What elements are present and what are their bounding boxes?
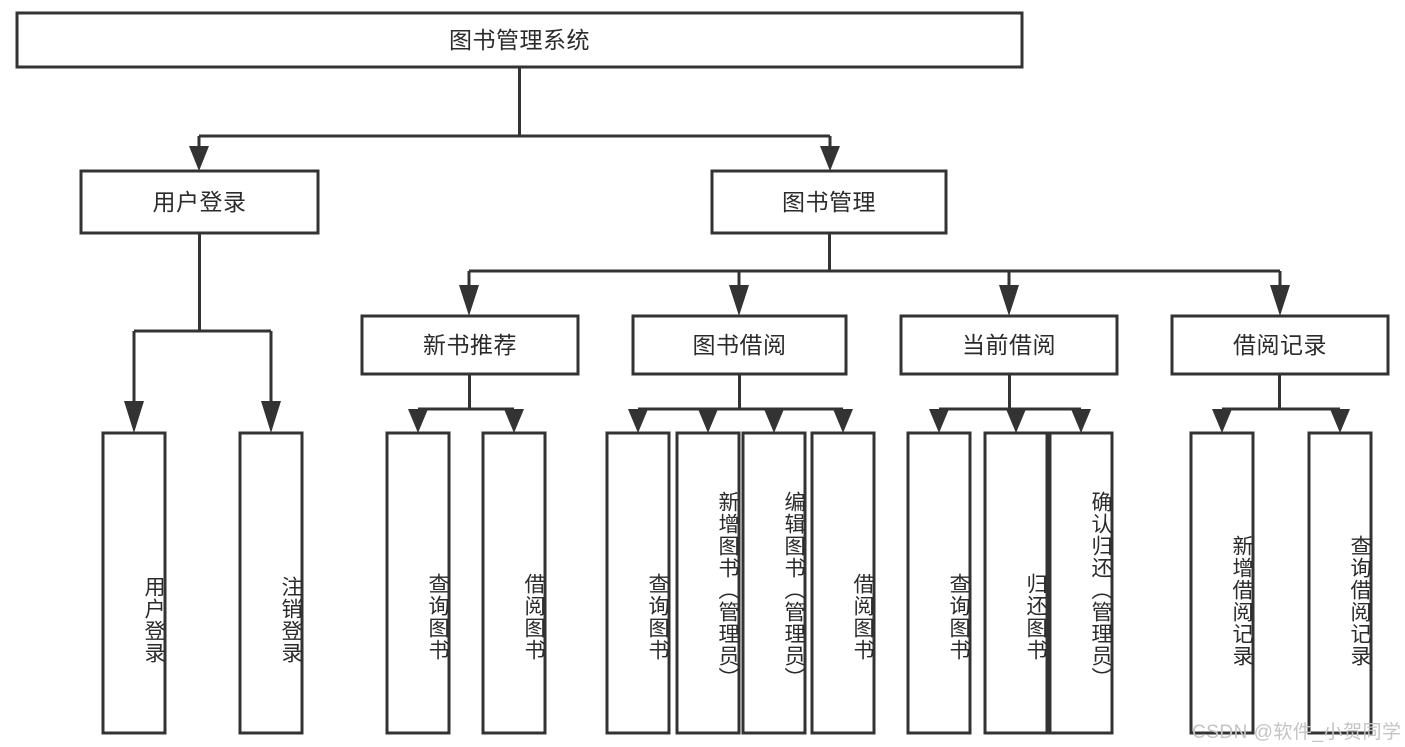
arrow-head-icon [408, 409, 428, 433]
arrow-head-icon [1330, 409, 1350, 433]
node-leaf-edit-book[interactable] [741, 431, 807, 735]
node-leaf-add-book[interactable] [675, 431, 741, 735]
connector-book-borrow-to-leaves [628, 374, 853, 433]
connector-root-to-level1 [189, 67, 840, 171]
arrow-head-icon [999, 285, 1019, 316]
arrow-head-icon [929, 409, 949, 433]
arrow-head-icon [764, 409, 784, 433]
arrow-head-icon [504, 409, 524, 433]
node-leaf-return-book[interactable] [983, 431, 1049, 735]
arrow-head-icon [1071, 409, 1091, 433]
arrow-head-icon [1212, 409, 1232, 433]
arrow-head-icon [459, 285, 479, 316]
node-book-manage[interactable] [710, 169, 948, 235]
node-leaf-logout[interactable] [238, 431, 304, 735]
connector-user-login-to-leaves [124, 233, 281, 433]
arrow-head-icon [833, 409, 853, 433]
node-new-book-recommend[interactable] [360, 314, 580, 376]
connector-book-manage-to-level2 [459, 233, 1290, 316]
node-leaf-user-login[interactable] [101, 431, 167, 735]
csdn-watermark: CSDN @软件_小贺同学 [1192, 722, 1402, 743]
node-user-login[interactable] [79, 169, 320, 235]
arrow-head-icon [124, 401, 144, 433]
arrow-head-icon [820, 146, 840, 171]
node-leaf-borrow-book-1[interactable] [481, 431, 547, 735]
node-leaf-query-book-2[interactable] [605, 431, 671, 735]
node-current-borrow[interactable] [899, 314, 1119, 376]
connector-new-book-recommend-to-leaves [408, 374, 524, 433]
arrow-head-icon [1270, 285, 1290, 316]
node-leaf-query-book-3[interactable] [906, 431, 972, 735]
node-borrow-record[interactable] [1170, 314, 1390, 376]
arrow-head-icon [729, 285, 749, 316]
node-book-borrow[interactable] [631, 314, 848, 376]
node-leaf-confirm-return[interactable] [1048, 431, 1114, 735]
arrow-head-icon [261, 401, 281, 433]
node-leaf-borrow-book-2[interactable] [810, 431, 876, 735]
connector-borrow-record-to-leaves [1212, 374, 1350, 433]
node-leaf-query-record[interactable] [1307, 431, 1373, 735]
connector-current-borrow-to-leaves [929, 374, 1091, 433]
arrow-head-icon [698, 409, 718, 433]
node-root[interactable] [15, 11, 1024, 69]
arrow-head-icon [1006, 409, 1026, 433]
node-leaf-query-book-1[interactable] [385, 431, 451, 735]
node-leaf-add-record[interactable] [1189, 431, 1255, 735]
arrow-head-icon [628, 409, 648, 433]
arrow-head-icon [189, 146, 209, 171]
